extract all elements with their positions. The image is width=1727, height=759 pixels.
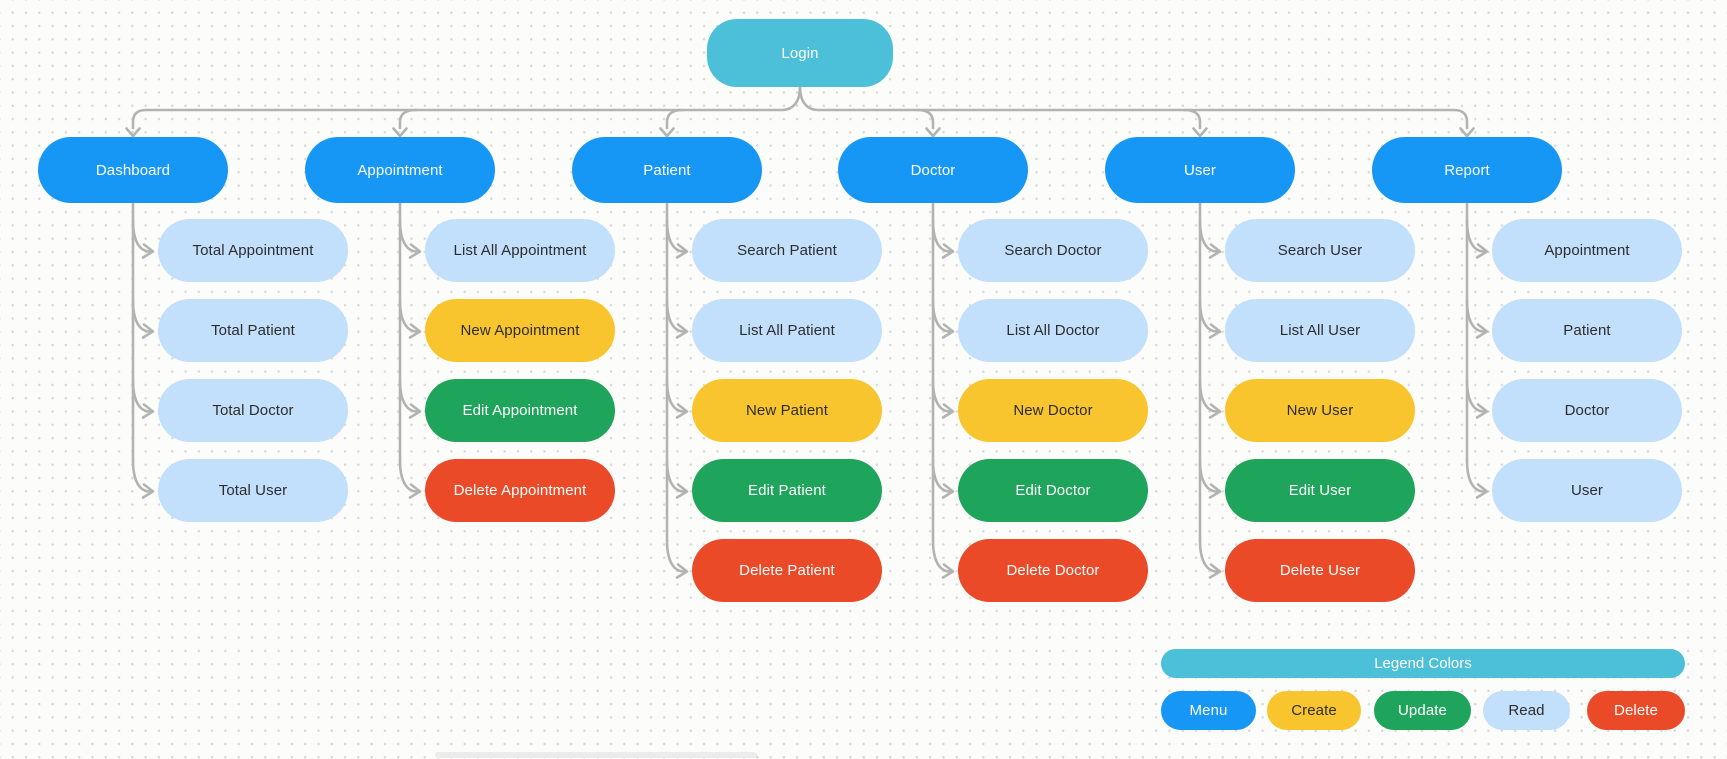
node-doctor-search-doctor[interactable]: Search Doctor	[958, 219, 1148, 282]
legend-item-read[interactable]: Read	[1483, 691, 1570, 730]
legend-title-bar: Legend Colors	[1161, 649, 1685, 678]
legend-item-delete[interactable]: Delete	[1587, 691, 1685, 730]
node-user-new-user[interactable]: New User	[1225, 379, 1415, 442]
node-patient-list-all-patient[interactable]: List All Patient	[692, 299, 882, 362]
node-patient-edit-patient[interactable]: Edit Patient	[692, 459, 882, 522]
node-patient-delete-patient[interactable]: Delete Patient	[692, 539, 882, 602]
node-patient-new-patient[interactable]: New Patient	[692, 379, 882, 442]
node-dashboard-total-appointment[interactable]: Total Appointment	[158, 219, 348, 282]
node-user-edit-user[interactable]: Edit User	[1225, 459, 1415, 522]
node-appointment-list-all-appointment[interactable]: List All Appointment	[425, 219, 615, 282]
node-appointment-new-appointment[interactable]: New Appointment	[425, 299, 615, 362]
node-doctor-delete-doctor[interactable]: Delete Doctor	[958, 539, 1148, 602]
node-doctor-list-all-doctor[interactable]: List All Doctor	[958, 299, 1148, 362]
node-dashboard-total-doctor[interactable]: Total Doctor	[158, 379, 348, 442]
horizontal-scrollbar-thumb[interactable]	[435, 752, 757, 758]
node-patient[interactable]: Patient	[572, 137, 762, 203]
legend-item-create[interactable]: Create	[1267, 691, 1361, 730]
legend-item-update[interactable]: Update	[1374, 691, 1471, 730]
node-user-search-user[interactable]: Search User	[1225, 219, 1415, 282]
node-user[interactable]: User	[1105, 137, 1295, 203]
node-appointment-delete-appointment[interactable]: Delete Appointment	[425, 459, 615, 522]
node-doctor-new-doctor[interactable]: New Doctor	[958, 379, 1148, 442]
node-user-delete-user[interactable]: Delete User	[1225, 539, 1415, 602]
node-dashboard[interactable]: Dashboard	[38, 137, 228, 203]
node-dashboard-total-patient[interactable]: Total Patient	[158, 299, 348, 362]
node-report[interactable]: Report	[1372, 137, 1562, 203]
node-report-patient[interactable]: Patient	[1492, 299, 1682, 362]
node-appointment-edit-appointment[interactable]: Edit Appointment	[425, 379, 615, 442]
node-patient-search-patient[interactable]: Search Patient	[692, 219, 882, 282]
node-dashboard-total-user[interactable]: Total User	[158, 459, 348, 522]
node-login[interactable]: Login	[707, 19, 893, 87]
node-report-user[interactable]: User	[1492, 459, 1682, 522]
node-doctor-edit-doctor[interactable]: Edit Doctor	[958, 459, 1148, 522]
node-appointment[interactable]: Appointment	[305, 137, 495, 203]
node-user-list-all-user[interactable]: List All User	[1225, 299, 1415, 362]
node-report-doctor[interactable]: Doctor	[1492, 379, 1682, 442]
legend-item-menu[interactable]: Menu	[1161, 691, 1256, 730]
node-report-appointment[interactable]: Appointment	[1492, 219, 1682, 282]
node-doctor[interactable]: Doctor	[838, 137, 1028, 203]
